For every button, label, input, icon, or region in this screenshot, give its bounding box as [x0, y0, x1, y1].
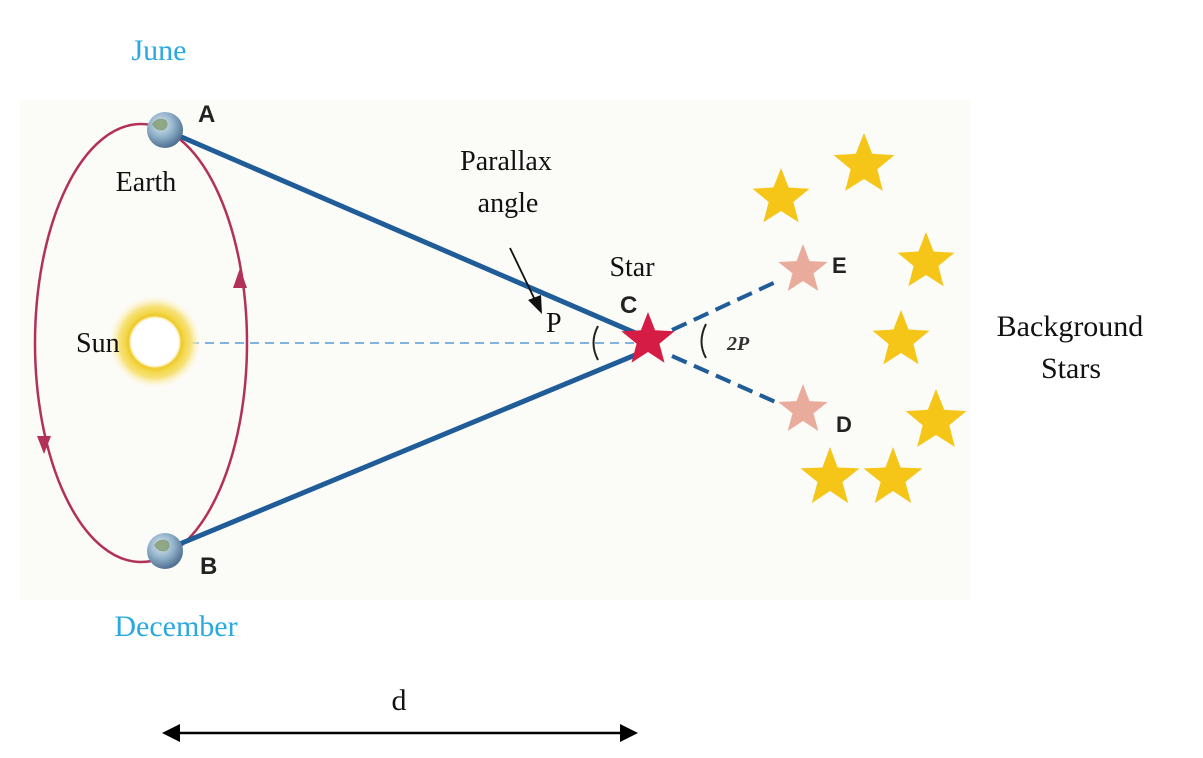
earth-label: Earth: [116, 167, 177, 198]
parallax-label-line1: Parallax: [460, 146, 552, 177]
background-star-icon: [905, 389, 967, 447]
projection-line-e: [671, 278, 781, 332]
background-stars-label-line1: Background: [997, 310, 1144, 343]
distance-arrow-left-head: [162, 724, 180, 742]
point-a-label: A: [198, 101, 215, 128]
sun-disc: [126, 313, 184, 371]
shifted-star-d-icon: [778, 384, 828, 431]
background-star-icon: [872, 310, 930, 365]
parallax-pointer-line: [509, 247, 536, 301]
sun-label: Sun: [76, 328, 120, 359]
background-star-icon: [897, 232, 955, 287]
sight-line-june: [167, 129, 643, 338]
sun-icon: [107, 294, 203, 390]
shifted-star-e-icon: [778, 244, 828, 291]
stars-group: [621, 133, 967, 504]
june-label: June: [132, 34, 187, 67]
point-e-label: E: [832, 253, 847, 278]
projection-line-d: [671, 354, 781, 406]
point-d-label: D: [836, 412, 852, 437]
december-label: December: [114, 610, 237, 643]
background-stars-label-line2: Stars: [1041, 352, 1101, 385]
distance-label: d: [392, 684, 407, 717]
background-star-icon: [752, 168, 810, 223]
earth-icon: [147, 533, 183, 569]
star-label: Star: [609, 252, 655, 283]
point-b-label: B: [200, 553, 217, 580]
background-star-icon: [800, 447, 860, 504]
parallax-label-line2: angle: [478, 188, 539, 219]
two-p-label: 2P: [726, 333, 750, 355]
parallax-angle-arc: [592, 325, 599, 361]
orbit-arrow-down: [37, 436, 51, 454]
two-p-angle-arc: [700, 323, 707, 359]
near-star-icon: [621, 312, 675, 363]
parallax-pointer-head: [528, 295, 542, 314]
earth-icon: [147, 112, 183, 148]
background-star-icon: [833, 133, 895, 191]
distance-arrow-right-head: [620, 724, 638, 742]
sight-line-december: [167, 350, 643, 551]
earth-orbit: [33, 122, 249, 564]
p-label: P: [546, 308, 562, 339]
background-star-icon: [863, 447, 923, 504]
orbit-arrow-up: [233, 268, 247, 288]
point-c-label: C: [620, 292, 637, 319]
